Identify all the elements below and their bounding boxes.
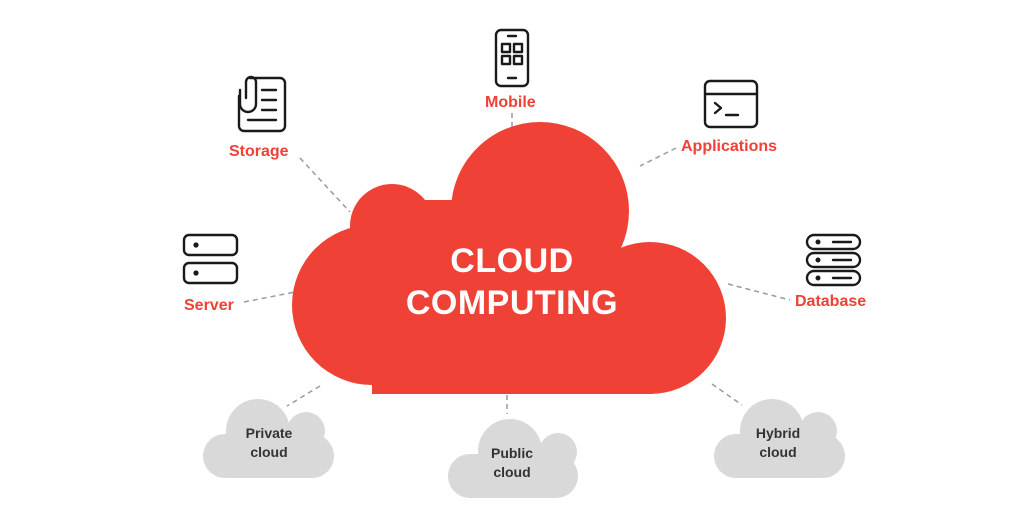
- connector-database: [727, 283, 791, 301]
- public-cloud-label: Public cloud: [457, 444, 567, 482]
- private-cloud-shape: [203, 399, 334, 478]
- storage-label: Storage: [229, 143, 289, 160]
- private-cloud-line2: cloud: [250, 444, 288, 460]
- main-cloud: [292, 122, 726, 394]
- connector-hybrid-cloud: [711, 383, 743, 406]
- server-label: Server: [184, 297, 234, 314]
- private-cloud-line1: Private: [245, 425, 293, 441]
- connector-server: [243, 291, 296, 303]
- public-cloud-shape: [448, 419, 578, 498]
- hybrid-cloud-line2: cloud: [759, 444, 797, 460]
- connector-private-cloud: [286, 385, 321, 407]
- database-label: Database: [795, 293, 867, 310]
- mobile-label: Mobile: [485, 94, 536, 111]
- public-cloud-line2: cloud: [493, 464, 531, 480]
- terminal-window-icon: [703, 79, 759, 129]
- center-title: CLOUD COMPUTING: [362, 240, 662, 324]
- center-title-line2: COMPUTING: [405, 284, 619, 322]
- hybrid-cloud-shape: [714, 399, 845, 478]
- connector-storage: [299, 157, 351, 213]
- public-cloud-line1: Public: [490, 445, 533, 461]
- server-icon: [182, 233, 239, 285]
- private-cloud-label: Private cloud: [214, 424, 324, 462]
- center-title-line1: CLOUD: [450, 242, 574, 280]
- document-clip-icon: [237, 75, 287, 133]
- hybrid-cloud-line1: Hybrid: [755, 425, 801, 441]
- database-icon: [805, 233, 862, 287]
- hybrid-cloud-label: Hybrid cloud: [723, 424, 833, 462]
- connector-applications: [639, 147, 677, 167]
- mobile-phone-icon: [494, 28, 530, 88]
- applications-label: Applications: [681, 138, 778, 155]
